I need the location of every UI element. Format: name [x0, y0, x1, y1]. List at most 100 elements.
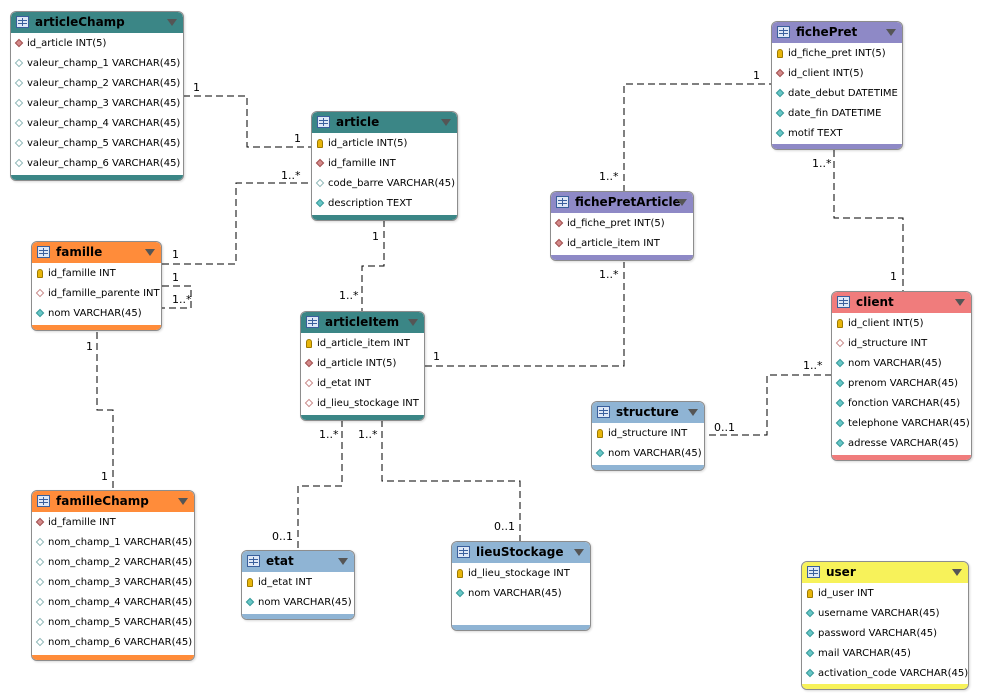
collapse-triangle-icon[interactable] [167, 19, 177, 26]
column-row[interactable]: motif TEXT [772, 124, 902, 144]
column-row[interactable]: id_article_item INT [301, 334, 424, 354]
collapse-triangle-icon[interactable] [952, 569, 962, 576]
table-header[interactable]: etat [242, 551, 354, 572]
column-row[interactable]: nom_champ_2 VARCHAR(45) [32, 553, 194, 573]
collapse-triangle-icon[interactable] [145, 249, 155, 256]
column-row[interactable]: date_fin DATETIME [772, 104, 902, 124]
column-row[interactable]: nom_champ_3 VARCHAR(45) [32, 573, 194, 593]
column-row[interactable]: activation_code VARCHAR(45) [802, 664, 968, 684]
column-row[interactable]: nom VARCHAR(45) [32, 304, 161, 324]
column-row[interactable]: id_user INT [802, 584, 968, 604]
column-row[interactable]: valeur_champ_2 VARCHAR(45) [11, 74, 183, 94]
collapse-triangle-icon[interactable] [408, 319, 418, 326]
column-row[interactable]: valeur_champ_1 VARCHAR(45) [11, 54, 183, 74]
column-row[interactable]: id_client INT(5) [832, 314, 971, 334]
column-row[interactable]: id_famille INT [32, 264, 161, 284]
table-header[interactable]: articleChamp [11, 12, 183, 33]
column-row[interactable]: id_famille INT [32, 513, 194, 533]
column-row[interactable]: password VARCHAR(45) [802, 624, 968, 644]
column-row[interactable]: username VARCHAR(45) [802, 604, 968, 624]
column-text: nom VARCHAR(45) [48, 308, 142, 319]
table-icon [317, 116, 330, 128]
column-row[interactable]: id_etat INT [242, 573, 354, 593]
column-row[interactable]: nom_champ_5 VARCHAR(45) [32, 613, 194, 633]
column-row[interactable]: nom_champ_1 VARCHAR(45) [32, 533, 194, 553]
table-header[interactable]: article [312, 112, 457, 133]
table-header[interactable]: lieuStockage [452, 542, 590, 563]
column-row[interactable]: nom VARCHAR(45) [452, 584, 590, 604]
column-row[interactable]: id_etat INT [301, 374, 424, 394]
column-row[interactable]: id_lieu_stockage INT [301, 394, 424, 414]
table-header[interactable]: structure [592, 402, 704, 423]
table-famillechamp[interactable]: familleChamp id_famille INT nom_champ_1 VA… [31, 490, 195, 661]
column-row[interactable]: id_fiche_pret INT(5) [551, 214, 693, 234]
column-row[interactable]: valeur_champ_4 VARCHAR(45) [11, 114, 183, 134]
column-row[interactable]: id_structure INT [592, 424, 704, 444]
column-row[interactable]: nom VARCHAR(45) [242, 593, 354, 613]
column-diamond-icon [595, 448, 605, 458]
collapse-triangle-icon[interactable] [574, 549, 584, 556]
collapse-triangle-icon[interactable] [677, 199, 687, 206]
column-row[interactable]: nom VARCHAR(45) [592, 444, 704, 464]
column-row[interactable]: id_article INT(5) [301, 354, 424, 374]
column-diamond-icon [245, 597, 255, 607]
collapse-triangle-icon[interactable] [688, 409, 698, 416]
collapse-triangle-icon[interactable] [178, 498, 188, 505]
column-row[interactable]: valeur_champ_3 VARCHAR(45) [11, 94, 183, 114]
column-row[interactable]: id_article_item INT [551, 234, 693, 254]
collapse-triangle-icon[interactable] [886, 29, 896, 36]
table-header[interactable]: famille [32, 242, 161, 263]
column-text: id_famille INT [48, 517, 116, 528]
column-row[interactable]: nom_champ_4 VARCHAR(45) [32, 593, 194, 613]
column-row[interactable]: id_client INT(5) [772, 64, 902, 84]
table-header[interactable]: articleItem [301, 312, 424, 333]
card-etat: 0..1 [272, 530, 293, 543]
collapse-triangle-icon[interactable] [955, 299, 965, 306]
column-row[interactable]: prenom VARCHAR(45) [832, 374, 971, 394]
column-row[interactable]: id_structure INT [832, 334, 971, 354]
column-diamond-icon [35, 597, 45, 607]
column-row[interactable]: nom VARCHAR(45) [832, 354, 971, 374]
column-row[interactable]: fonction VARCHAR(45) [832, 394, 971, 414]
table-name: articleItem [325, 315, 400, 329]
column-row[interactable]: id_famille_parente INT [32, 284, 161, 304]
column-row[interactable]: description TEXT [312, 194, 457, 214]
table-icon [777, 26, 790, 38]
column-row[interactable]: valeur_champ_6 VARCHAR(45) [11, 154, 183, 174]
column-row[interactable]: id_article INT(5) [11, 34, 183, 54]
collapse-triangle-icon[interactable] [441, 119, 451, 126]
column-row[interactable]: id_famille INT [312, 154, 457, 174]
column-row[interactable]: mail VARCHAR(45) [802, 644, 968, 664]
table-header[interactable]: fichePret [772, 22, 902, 43]
column-row[interactable]: id_fiche_pret INT(5) [772, 44, 902, 64]
column-row[interactable]: valeur_champ_5 VARCHAR(45) [11, 134, 183, 154]
column-row[interactable]: id_lieu_stockage INT [452, 564, 590, 584]
column-row[interactable]: date_debut DATETIME [772, 84, 902, 104]
table-header[interactable]: client [832, 292, 971, 313]
collapse-triangle-icon[interactable] [338, 558, 348, 565]
column-row[interactable]: nom_champ_6 VARCHAR(45) [32, 633, 194, 653]
table-name: structure [616, 405, 679, 419]
column-row[interactable]: id_article INT(5) [312, 134, 457, 154]
column-row[interactable]: code_barre VARCHAR(45) [312, 174, 457, 194]
column-row[interactable]: telephone VARCHAR(45) [832, 414, 971, 434]
table-header[interactable]: fichePretArticle [551, 192, 693, 213]
table-name: client [856, 295, 894, 309]
column-row[interactable]: adresse VARCHAR(45) [832, 434, 971, 454]
card-structure-client: 0..1 [714, 421, 735, 434]
table-header[interactable]: user [802, 562, 968, 583]
table-header[interactable]: familleChamp [32, 491, 194, 512]
